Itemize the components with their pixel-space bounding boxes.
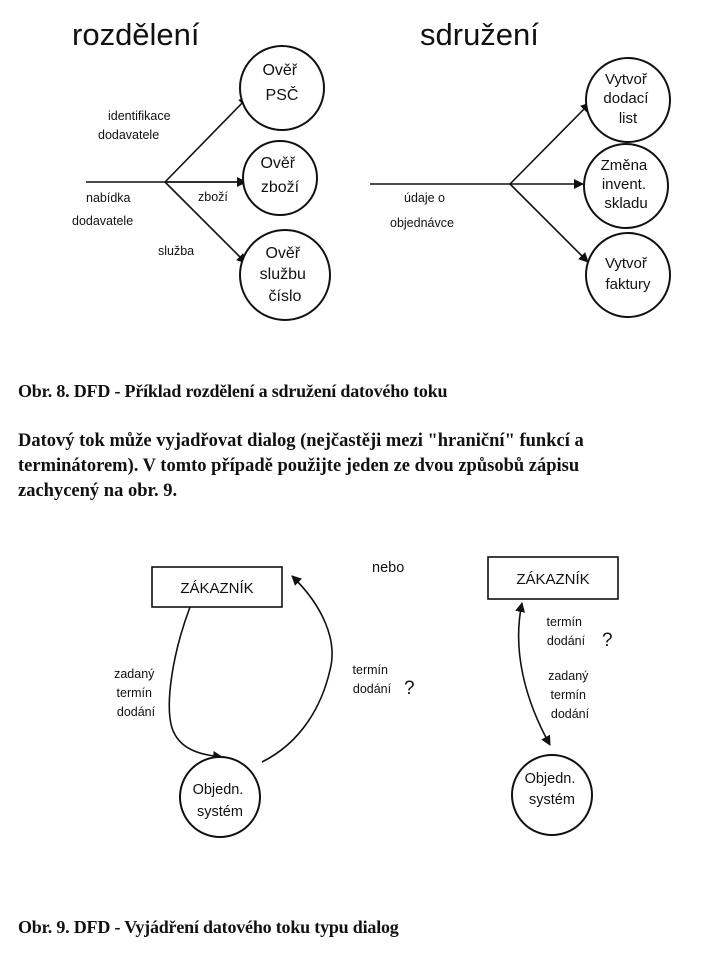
figure-9-caption: Obr. 9. DFD - Vyjádření datového toku ty…	[18, 917, 399, 937]
merge-input-label: údaje o objednávce	[390, 191, 454, 230]
terminator-customer-left-label: ZÁKAZNÍK	[180, 580, 253, 597]
flow-arrow-dialog-bidirectional	[515, 602, 551, 746]
split-lower-flow-label: služba	[158, 244, 194, 258]
flow-arrow-requested-date	[168, 606, 223, 761]
process-create-invoice	[585, 232, 671, 318]
split-middle-flow-label: zboží	[198, 190, 228, 204]
process-verify-goods-label: Ověř zboží	[260, 155, 299, 196]
process-inventory-change-label: Změna invent. skladu	[601, 157, 652, 212]
process-create-delivery-note-label: Vytvoř dodací list	[603, 71, 652, 127]
merge-flow-diagram: sdružení údaje o objednávce Vytvoř dodac…	[370, 17, 671, 318]
flow-arrow-delivery-date-reply	[261, 575, 333, 763]
dialog-bidirectional-flow-diagram: ZÁKAZNÍK Objedn. systém termín dodání ? …	[487, 556, 619, 836]
process-order-system-right-label: Objedn. systém	[525, 771, 580, 808]
process-verify-service	[239, 229, 331, 321]
split-upper-flow-label: identifikace dodavatele	[98, 109, 174, 142]
separator-or: nebo	[372, 560, 404, 576]
process-verify-postcode-label: Ověř PSČ	[262, 62, 301, 104]
flow-label-delivery-date-reply: termín dodání	[547, 615, 586, 648]
merge-flow-arrow-lower	[509, 183, 589, 263]
figure-8-caption: Obr. 8. DFD - Příklad rozdělení a sdruže…	[18, 381, 448, 401]
process-order-system-left-label: Objedn. systém	[193, 782, 248, 820]
process-order-system-left	[179, 756, 261, 838]
question-mark-right: ?	[602, 630, 613, 651]
split-flow-arrow-upper	[164, 96, 249, 183]
process-create-delivery-note	[585, 57, 671, 143]
process-verify-postcode	[239, 45, 325, 131]
merge-flow-arrow-upper	[509, 102, 591, 185]
split-flow-arrow-lower	[164, 181, 247, 264]
merge-title: sdružení	[420, 17, 539, 52]
process-create-invoice-label: Vytvoř faktury	[605, 255, 651, 293]
flow-label-requested-date: zadaný termín dodání	[114, 667, 158, 719]
terminator-customer-right-label: ZÁKAZNÍK	[516, 571, 589, 588]
terminator-customer-right	[487, 556, 619, 600]
flow-label-delivery-date: termín dodání	[353, 663, 392, 696]
process-verify-service-label: Ověř službu číslo	[260, 245, 311, 305]
process-inventory-change	[583, 143, 669, 229]
process-order-system-right	[511, 754, 593, 836]
flow-label-requested-date-right: zadaný termín dodání	[548, 669, 592, 721]
split-title: rozdělení	[72, 17, 200, 52]
terminator-customer-left	[151, 566, 283, 608]
question-mark-left: ?	[404, 678, 415, 699]
split-flow-diagram: rozdělení nabídka dodavatele identifikac…	[72, 17, 331, 321]
split-input-label: nabídka dodavatele	[72, 191, 134, 228]
body-paragraph: Datový tok může vyjadřovat dialog (nejča…	[18, 431, 584, 501]
process-verify-goods	[242, 140, 318, 216]
dialog-two-flows-diagram: ZÁKAZNÍK Objedn. systém zadaný termín do…	[114, 566, 415, 838]
